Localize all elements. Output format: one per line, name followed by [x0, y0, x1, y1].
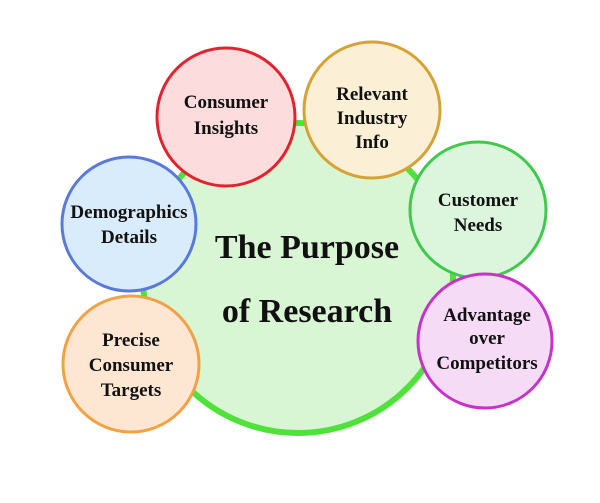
satellite-customer-needs: Customer Needs: [408, 140, 548, 280]
satellite-label-line: Info: [355, 132, 389, 153]
satellite-label-line: Consumer: [89, 355, 174, 376]
satellite-label-line: Targets: [101, 380, 162, 401]
satellite-circle: [155, 46, 297, 188]
satellite-label-line: Consumer: [184, 92, 269, 113]
satellite-demographics-details: Demographics Details: [60, 155, 198, 293]
satellite-label-line: over: [469, 328, 505, 349]
satellite-circle: [416, 272, 554, 410]
satellite-label-line: Insights: [194, 118, 258, 139]
center-title-line-2: of Research: [222, 293, 392, 330]
satellite-label-line: Demographics: [70, 202, 187, 223]
center-title-line-1: The Purpose: [215, 229, 399, 266]
satellite-precise-consumer-targets: Precise Consumer Targets: [61, 294, 201, 434]
central-hub: The Purpose of Research: [140, 120, 456, 436]
satellite-circle: [60, 155, 198, 293]
satellite-label-line: Customer: [438, 190, 519, 211]
satellite-label-line: Competitors: [436, 353, 537, 374]
satellite-label-line: Needs: [454, 215, 503, 236]
satellite-consumer-insights: Consumer Insights: [155, 46, 297, 188]
satellite-label-line: Precise: [102, 330, 160, 351]
satellite-circle: [61, 294, 201, 434]
satellite-label-line: Advantage: [443, 305, 531, 326]
satellite-advantage-over-competitors: Advantage over Competitors: [416, 272, 554, 410]
satellite-label-line: Industry: [337, 108, 408, 129]
satellite-circle: [302, 40, 442, 180]
satellite-relevant-industry-info: Relevant Industry Info: [302, 40, 442, 180]
satellite-label-line: Relevant: [336, 84, 408, 105]
satellite-label-line: Details: [101, 227, 157, 248]
